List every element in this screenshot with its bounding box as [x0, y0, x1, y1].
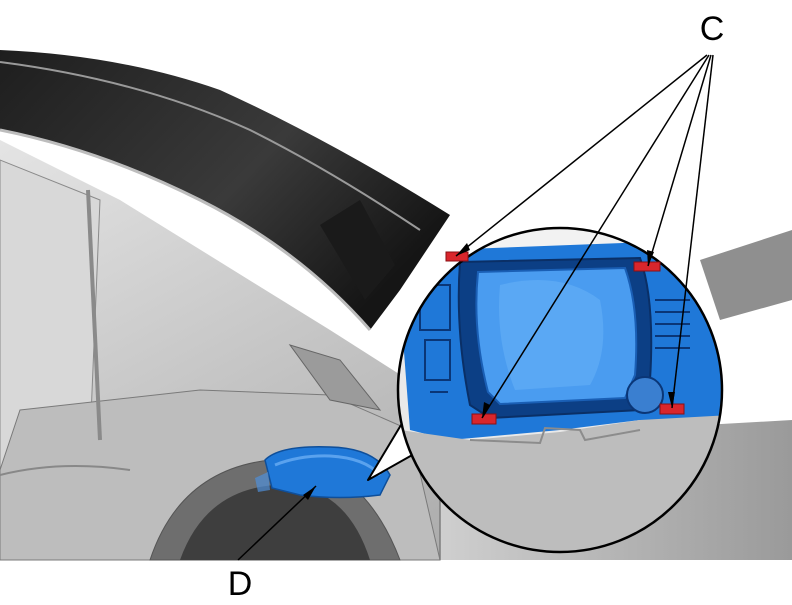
clip-top-left — [445, 251, 469, 262]
hood-stay-rod — [86, 189, 102, 441]
callout-label-d: D — [228, 565, 253, 603]
leader-arrowhead-d — [303, 486, 316, 500]
callout-label-c: C — [700, 10, 725, 48]
leader-arrowheads-c — [456, 243, 675, 418]
leader-line-d — [237, 485, 317, 561]
open-hood — [0, 50, 450, 411]
clip-top-right — [633, 261, 661, 272]
retaining-clips-c — [445, 251, 685, 425]
leader-lines-c — [455, 54, 714, 419]
fuse-box-cover-d — [255, 446, 391, 499]
